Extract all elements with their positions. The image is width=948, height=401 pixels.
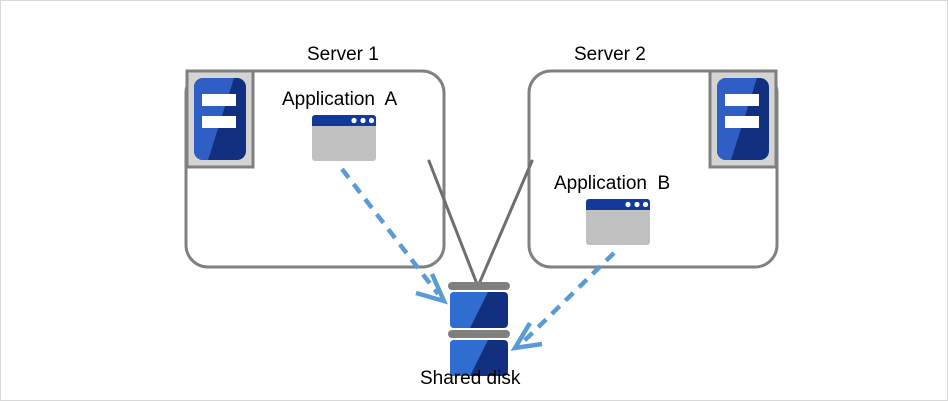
dashed-arrow-app-a-to-disk xyxy=(340,167,449,305)
shared-disk-label: Shared disk xyxy=(420,368,521,389)
server-icon-1 xyxy=(185,69,255,169)
server-2-title: Server 2 xyxy=(574,44,646,65)
connector-server1-disk xyxy=(427,159,479,286)
application-window-icon-a xyxy=(312,115,376,161)
application-a-label: Application A xyxy=(282,89,398,110)
server-1-title: Server 1 xyxy=(307,44,379,65)
application-window-icon-b xyxy=(586,199,650,245)
application-b-label: Application B xyxy=(554,173,671,194)
server-icon-2 xyxy=(708,69,778,169)
dashed-arrow-app-b-to-disk xyxy=(510,251,616,351)
disk-stack-icon xyxy=(448,282,510,376)
connector-server2-disk xyxy=(477,159,534,286)
